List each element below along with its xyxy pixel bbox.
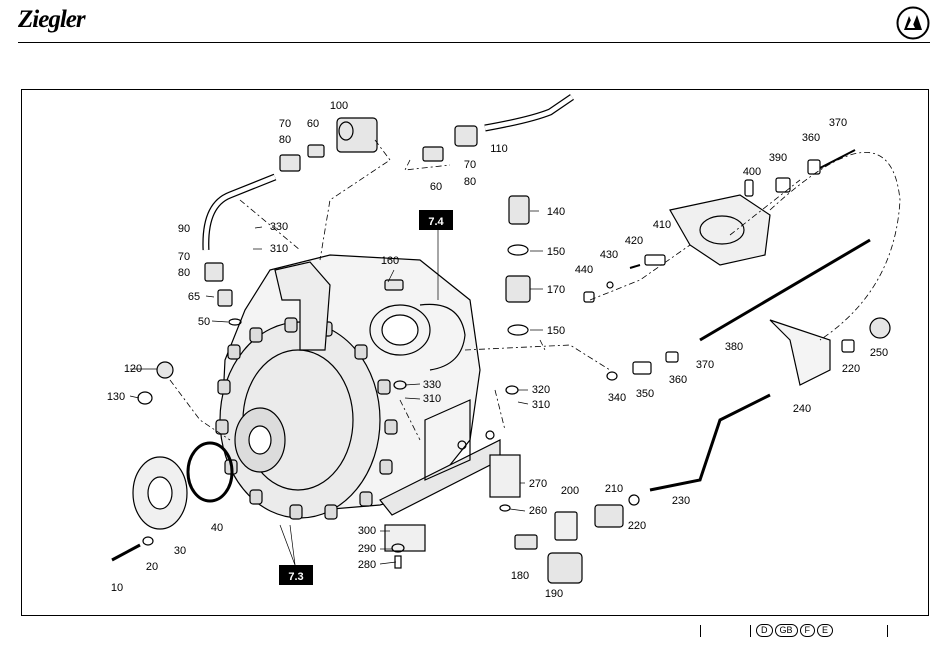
callout: 160: [381, 255, 399, 267]
callout: 70: [178, 251, 190, 263]
callout: 240: [793, 403, 811, 415]
callout: 65: [188, 291, 200, 303]
callout: 320: [532, 384, 550, 396]
callout: 200: [561, 485, 579, 497]
language-badge-d: D: [756, 624, 773, 637]
section-badge-7-3: 7.3: [279, 565, 313, 585]
callout: 130: [107, 391, 125, 403]
callout: 30: [174, 545, 186, 557]
footer-divider: [750, 625, 751, 637]
callout: 140: [547, 206, 565, 218]
callout: 310: [270, 243, 288, 255]
section-badge-7-4: 7.4: [419, 210, 453, 230]
callout: 80: [464, 176, 476, 188]
callout: 190: [545, 588, 563, 600]
callout: 360: [669, 374, 687, 386]
callout: 280: [358, 559, 376, 571]
callout: 390: [769, 152, 787, 164]
callout: 270: [529, 478, 547, 490]
callout: 290: [358, 543, 376, 555]
callout: 180: [511, 570, 529, 582]
callout: 330: [270, 221, 288, 233]
callout: 400: [743, 166, 761, 178]
callout: 80: [279, 134, 291, 146]
callout: 100: [330, 100, 348, 112]
language-badge-f: F: [800, 624, 816, 637]
callout: 70: [279, 118, 291, 130]
callout: 410: [653, 219, 671, 231]
callout: 370: [829, 117, 847, 129]
callout: 60: [430, 181, 442, 193]
callout: 150: [547, 325, 565, 337]
callout: 440: [575, 264, 593, 276]
section-label-7-4: 7.4: [428, 216, 444, 228]
callout: 370: [696, 359, 714, 371]
callout: 170: [547, 284, 565, 296]
callout: 380: [725, 341, 743, 353]
callout: 120: [124, 363, 142, 375]
callout: 50: [198, 316, 210, 328]
callout: 260: [529, 505, 547, 517]
callout: 420: [625, 235, 643, 247]
language-badge-e: E: [817, 624, 833, 637]
callout: 230: [672, 495, 690, 507]
callout: 80: [178, 267, 190, 279]
callout: 220: [842, 363, 860, 375]
callout: 70: [464, 159, 476, 171]
callout: 150: [547, 246, 565, 258]
callout: 310: [423, 393, 441, 405]
language-badge-gb: GB: [775, 624, 798, 637]
callout: 350: [636, 388, 654, 400]
callout: 210: [605, 483, 623, 495]
callout: 430: [600, 249, 618, 261]
callout: 220: [628, 520, 646, 532]
callout: 300: [358, 525, 376, 537]
callout: 250: [870, 347, 888, 359]
callout: 310: [532, 399, 550, 411]
footer-divider: [887, 625, 888, 637]
callout: 40: [211, 522, 223, 534]
callout: 60: [307, 118, 319, 130]
callout: 340: [608, 392, 626, 404]
callout: 90: [178, 223, 190, 235]
callout: 360: [802, 132, 820, 144]
footer-divider: [700, 625, 701, 637]
section-label-7-3: 7.3: [288, 571, 303, 583]
callout: 110: [490, 143, 508, 155]
callout: 330: [423, 379, 441, 391]
callout: 20: [146, 561, 158, 573]
callout: 10: [111, 582, 123, 594]
language-badges: D GB F E: [756, 624, 833, 637]
